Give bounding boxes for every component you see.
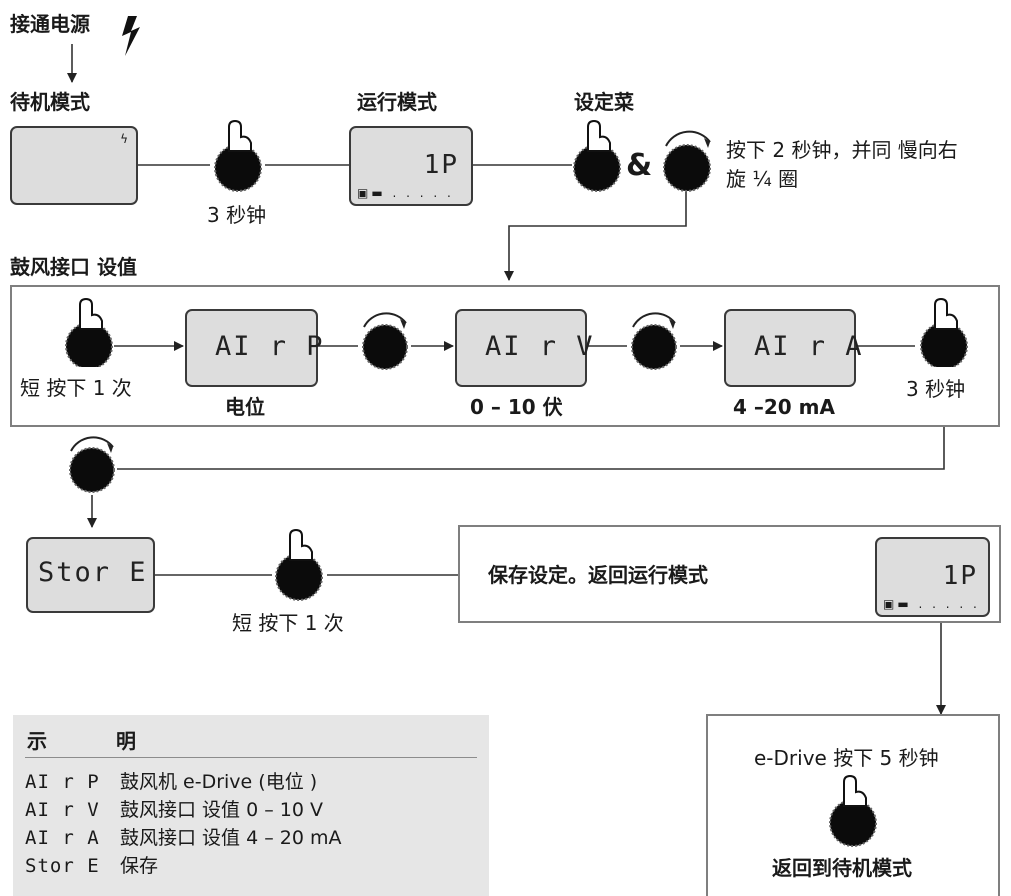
press-knob-icon (829, 774, 877, 847)
legend-code: AI r P (25, 771, 100, 793)
knob-press-4[interactable] (913, 287, 975, 371)
return-standby-text: 返回到待机模式 (772, 856, 912, 880)
display-air-p-value: AI r P (215, 331, 325, 362)
knob-rotate-3[interactable] (624, 305, 684, 379)
range-0-10-label: 0 – 10 伏 (470, 395, 563, 419)
legend-header-col1: 示 (27, 729, 47, 753)
hold-3s-right-label: 3 秒钟 (906, 377, 966, 401)
run-display-indicators: ▣▬ . . . . . (357, 186, 454, 200)
knob-press-3[interactable] (58, 287, 120, 371)
legend-divider (25, 757, 477, 758)
legend-row: AI r V 鼓风接口 设值 0 – 10 V (25, 795, 323, 822)
display-air-p: AI r P (185, 309, 323, 387)
knob-rotate-1[interactable] (656, 126, 718, 200)
lightning-small-icon: ϟ (120, 132, 128, 146)
blower-settings-frame (10, 285, 1000, 427)
knob-press-1[interactable] (207, 117, 269, 201)
display-store-value: Stor E (38, 557, 148, 588)
blower-section-title: 鼓风接口 设值 (10, 255, 137, 279)
legend-row: AI r A 鼓风接口 设值 4 – 20 mA (25, 823, 341, 850)
settings-menu-label: 设定菜 (574, 90, 634, 114)
standby-mode-label: 待机模式 (10, 90, 90, 114)
legend-code: AI r V (25, 799, 100, 821)
display-air-a: AI r A (724, 309, 862, 387)
knob-press-5[interactable] (268, 526, 330, 610)
press-knob-icon (214, 119, 262, 192)
save-return-text: 保存设定。返回运行模式 (488, 563, 708, 587)
power-on-label: 接通电源 (10, 12, 90, 36)
knob-rotate-4[interactable] (62, 431, 122, 503)
potentiometer-label: 电位 (225, 395, 265, 419)
run-mode-label: 运行模式 (357, 90, 437, 114)
press-knob-icon (920, 297, 968, 370)
press-knob-icon (275, 528, 323, 601)
legend-text: 保存 (120, 855, 159, 877)
legend-header-col2: 明 (116, 729, 136, 753)
display-air-v-value: AI r V (485, 331, 595, 362)
lightning-icon (122, 16, 140, 56)
hold-3s-label: 3 秒钟 (207, 203, 267, 227)
display-store: Stor E (26, 537, 155, 613)
and-symbol: & (626, 148, 653, 183)
legend-text: 鼓风接口 设值 0 – 10 V (120, 799, 323, 821)
run-display-2: 1P ▣▬ . . . . . (875, 537, 990, 617)
legend-text: 鼓风机 e-Drive (电位 ) (120, 771, 318, 793)
legend-panel: 示 明 AI r P 鼓风机 e-Drive (电位 ) AI r V 鼓风接口 设… (13, 715, 489, 896)
legend-text: 鼓风接口 设值 4 – 20 mA (120, 827, 342, 849)
save-return-frame: 保存设定。返回运行模式 1P ▣▬ . . . . . (458, 525, 1001, 623)
range-4-20-label: 4 –20 mA (733, 395, 835, 419)
knob-press-6[interactable] (822, 772, 884, 856)
run-display: 1P ▣▬ . . . . . (349, 126, 473, 206)
legend-code: Stor E (25, 855, 100, 877)
knob-rotate-2[interactable] (355, 305, 415, 379)
rotate-knob-icon (663, 130, 711, 192)
knob-press-2[interactable] (566, 117, 628, 201)
press-knob-icon (573, 119, 621, 192)
rotate-knob-icon (362, 312, 408, 370)
legend-code: AI r A (25, 827, 100, 849)
rotate-knob-icon (69, 436, 115, 493)
press-knob-icon (65, 297, 113, 370)
short-press-label: 短 按下 1 次 (20, 376, 132, 400)
rotate-knob-icon (631, 312, 677, 370)
display-air-a-value: AI r A (754, 331, 864, 362)
edrive-press-text: e-Drive 按下 5 秒钟 (754, 746, 939, 770)
press-rotate-text-2: 旋 ¼ 圈 (726, 167, 799, 191)
run-display-2-value: 1P (942, 561, 978, 591)
run-display-2-indicators: ▣▬ . . . . . (883, 597, 980, 611)
legend-row: AI r P 鼓风机 e-Drive (电位 ) (25, 767, 317, 794)
standby-display: ϟ (10, 126, 138, 205)
display-air-v: AI r V (455, 309, 593, 387)
edrive-frame: e-Drive 按下 5 秒钟 返回到待机模式 (706, 714, 1000, 896)
short-press-label-2: 短 按下 1 次 (232, 611, 344, 635)
run-display-value: 1P (423, 150, 459, 180)
press-rotate-text-1: 按下 2 秒钟，并同 慢向右 (726, 138, 958, 162)
legend-row: Stor E 保存 (25, 851, 158, 878)
